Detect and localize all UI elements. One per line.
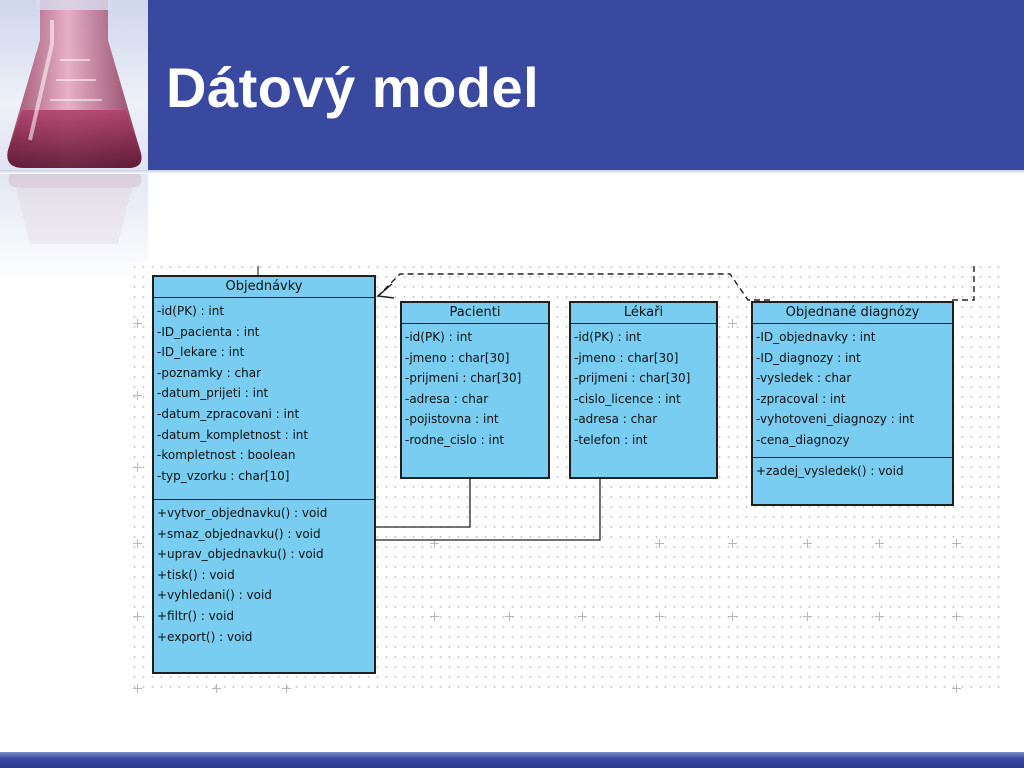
uml-class-objednane-diagnozy: Objednané diagnózy -ID_objednavky : int …	[751, 301, 954, 506]
uml-operation: +vytvor_objednavku() : void	[157, 506, 328, 520]
uml-attribute: -cislo_licence : int	[574, 391, 681, 406]
grid-marker	[133, 612, 142, 621]
uml-attribute: -poznamky : char	[157, 365, 262, 380]
slide-footer-band	[0, 752, 1024, 768]
grid-marker	[952, 612, 961, 621]
uml-attribute: -datum_kompletnost : int	[157, 427, 309, 442]
grid-marker	[282, 684, 291, 693]
grid-marker	[133, 319, 142, 328]
grid-marker	[875, 539, 884, 548]
slide-title: Dátový model	[166, 56, 540, 119]
uml-attribute: -ID_lekare : int	[157, 345, 245, 360]
uml-attribute: -jmeno : char[30]	[574, 350, 679, 365]
grid-marker	[728, 539, 737, 548]
grid-marker	[133, 684, 142, 693]
uml-operation: +export() : void	[157, 629, 253, 644]
grid-marker	[728, 319, 737, 328]
grid-marker	[803, 539, 812, 548]
uml-attribute: -id(PK) : int	[405, 330, 473, 344]
uml-attribute: -prijmeni : char[30]	[574, 371, 691, 386]
uml-attribute: -telefon : int	[574, 432, 648, 447]
grid-marker	[952, 684, 961, 693]
uml-operation: +filtr() : void	[157, 608, 235, 623]
uml-attribute: -id(PK) : int	[574, 330, 642, 344]
uml-attribute: -datum_prijeti : int	[157, 386, 269, 401]
uml-attribute: -vyhotoveni_diagnozy : int	[756, 412, 915, 427]
grid-marker	[133, 391, 142, 400]
uml-operation: +zadej_vysledek() : void	[756, 464, 904, 478]
uml-operation: +vyhledani() : void	[157, 588, 272, 603]
uml-operation: +tisk() : void	[157, 567, 235, 582]
uml-attribute: -rodne_cislo : int	[405, 432, 505, 447]
uml-attributes: -id(PK) : int -jmeno : char[30] -prijmen…	[571, 324, 716, 455]
uml-operation: +smaz_objednavku() : void	[157, 526, 321, 541]
uml-attribute: -jmeno : char[30]	[405, 350, 510, 365]
uml-class-pacienti: Pacienti -id(PK) : int -jmeno : char[30]…	[400, 301, 550, 479]
uml-operation: +uprav_objednavku() : void	[157, 547, 324, 562]
grid-marker	[133, 539, 142, 548]
uml-class-lekari: Lékaři -id(PK) : int -jmeno : char[30] -…	[569, 301, 718, 479]
grid-marker	[430, 539, 439, 548]
uml-attribute: -ID_objednavky : int	[756, 330, 876, 344]
flask-image	[0, 0, 148, 170]
uml-operations: +zadej_vysledek() : void	[753, 457, 952, 486]
grid-marker	[875, 612, 884, 621]
grid-marker	[952, 539, 961, 548]
grid-marker	[655, 612, 664, 621]
grid-marker	[505, 612, 514, 621]
uml-class-name: Pacienti	[402, 303, 548, 324]
uml-attribute: -typ_vzorku : char[10]	[157, 468, 290, 483]
uml-class-name: Objednávky	[154, 277, 374, 298]
uml-attribute: -adresa : char	[574, 412, 658, 427]
uml-attribute: -kompletnost : boolean	[157, 448, 296, 463]
uml-class-objednavky: Objednávky -id(PK) : int -ID_pacienta : …	[152, 275, 376, 674]
uml-attribute: -prijmeni : char[30]	[405, 371, 522, 386]
slide-header	[0, 0, 1024, 170]
uml-attributes: -ID_objednavky : int -ID_diagnozy : int …	[753, 324, 952, 457]
grid-marker	[212, 684, 221, 693]
uml-attributes: -id(PK) : int -jmeno : char[30] -prijmen…	[402, 324, 548, 455]
uml-attribute: -vysledek : char	[756, 371, 852, 386]
grid-marker	[655, 539, 664, 548]
uml-class-name: Objednané diagnózy	[753, 303, 952, 324]
uml-attribute: -ID_diagnozy : int	[756, 350, 861, 365]
grid-marker	[430, 612, 439, 621]
uml-attribute: -zpracoval : int	[756, 391, 846, 406]
uml-attribute: -datum_zpracovani : int	[157, 406, 300, 421]
uml-attribute: -cena_diagnozy	[756, 432, 850, 447]
uml-attribute: -pojistovna : int	[405, 412, 499, 427]
flask-reflection-image	[0, 174, 148, 284]
header-divider	[0, 170, 1024, 174]
uml-attribute: -id(PK) : int	[157, 304, 225, 318]
uml-class-name: Lékaři	[571, 303, 716, 324]
uml-attribute: -adresa : char	[405, 391, 489, 406]
grid-marker	[728, 612, 737, 621]
uml-attribute: -ID_pacienta : int	[157, 324, 260, 339]
grid-marker	[133, 463, 142, 472]
uml-operations: +vytvor_objednavku() : void +smaz_objedn…	[154, 499, 374, 651]
uml-attributes: -id(PK) : int -ID_pacienta : int -ID_lek…	[154, 298, 374, 499]
grid-marker	[803, 612, 812, 621]
grid-marker	[578, 612, 587, 621]
